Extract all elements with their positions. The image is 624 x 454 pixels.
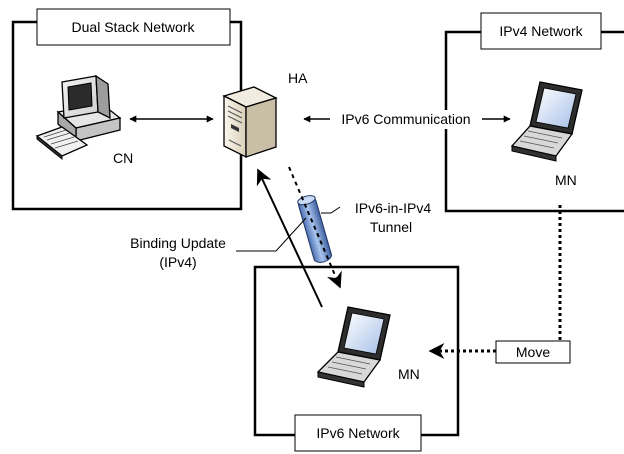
move-label: Move bbox=[516, 344, 550, 360]
tunnel-leader bbox=[321, 206, 341, 214]
ipv6-communication-label-bg bbox=[330, 110, 482, 129]
ipv6-communication-label: IPv6 Communication bbox=[341, 111, 470, 127]
move-path bbox=[428, 205, 562, 359]
ha-server-icon bbox=[222, 86, 278, 159]
tunnel-arrow bbox=[288, 166, 342, 289]
ipv4-network-label: IPv4 Network bbox=[499, 23, 583, 39]
dual-stack-network-label: Dual Stack Network bbox=[72, 19, 196, 35]
binding-update-leader bbox=[236, 217, 307, 252]
mn-ipv4-label: MN bbox=[555, 172, 577, 188]
binding-update-label-line2: (IPv4) bbox=[159, 254, 196, 270]
binding-update-arrow bbox=[256, 168, 323, 308]
cn-computer-icon bbox=[35, 74, 122, 161]
tunnel-label-line1: IPv6-in-IPv4 bbox=[355, 200, 431, 216]
move-label-box bbox=[495, 340, 571, 364]
ipv6-network-label: IPv6 Network bbox=[316, 425, 400, 441]
ha-label: HA bbox=[288, 70, 308, 86]
mn-ipv6-laptop-icon bbox=[316, 306, 391, 388]
cn-label: CN bbox=[113, 150, 133, 166]
mn-ipv6-label: MN bbox=[398, 366, 420, 382]
mn-ipv4-laptop-icon bbox=[510, 81, 583, 162]
ipv4-network: IPv4 Network bbox=[444, 12, 624, 213]
tunnel-label-line2: Tunnel bbox=[370, 219, 412, 235]
ipv6-network: IPv6 Network bbox=[253, 265, 460, 452]
binding-update-label-line1: Binding Update bbox=[130, 235, 226, 251]
dual-stack-network: Dual Stack Network bbox=[11, 8, 243, 211]
